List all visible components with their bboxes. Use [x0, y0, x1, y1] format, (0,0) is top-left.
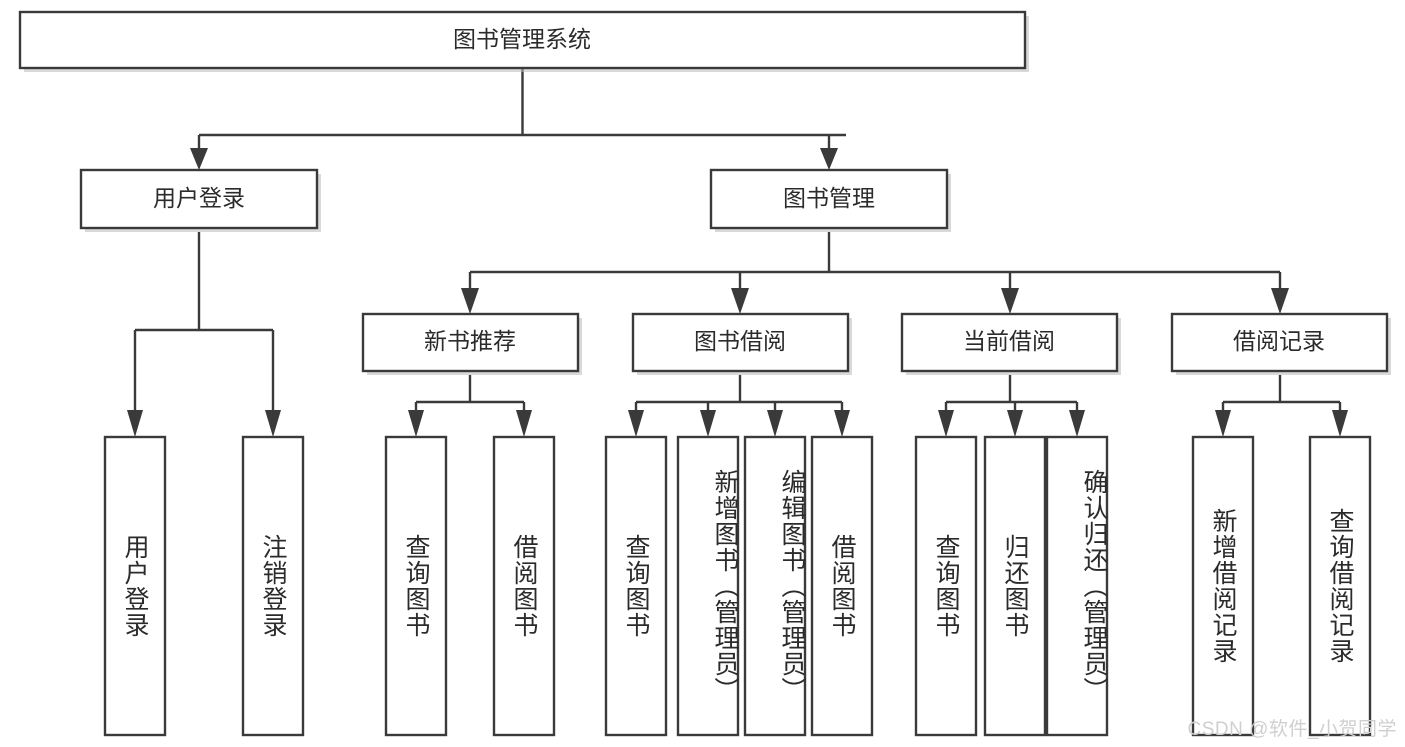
arrowhead-leaf-add-record [1215, 410, 1231, 437]
root-node-box[interactable] [18, 10, 1027, 70]
leaf-add-record-box[interactable] [1191, 435, 1255, 737]
leaf-add-book-box[interactable] [676, 435, 740, 737]
arrowhead-leaf-user-login [127, 410, 143, 437]
arrowhead-leaf-query-book-1 [408, 410, 424, 437]
book-borrow-node-box[interactable] [631, 312, 850, 373]
arrowhead-current-borrow [1001, 288, 1019, 314]
leaf-query-book-2-box[interactable] [604, 435, 668, 737]
current-borrow-node-box[interactable] [900, 312, 1119, 373]
node-layer: 图书管理系统 用户登录 图书管理 新书推荐 图书借阅 当前借阅 [18, 10, 1391, 737]
book-manage-node-box[interactable] [709, 168, 949, 230]
leaf-borrow-book-2-box[interactable] [810, 435, 874, 737]
leaf-borrow-book-1-box[interactable] [492, 435, 556, 737]
leaf-user-login-box[interactable] [103, 435, 167, 737]
leaf-return-book-box[interactable] [983, 435, 1047, 737]
leaf-query-book-1-box[interactable] [384, 435, 448, 737]
arrowhead-leaf-query-record [1332, 410, 1348, 437]
arrowhead-leaf-return-book [1007, 410, 1023, 437]
arrowhead-user-login [190, 148, 208, 170]
arrowhead-leaf-query-book-3 [938, 410, 954, 437]
new-book-rec-node-label: 新书推荐 [424, 328, 516, 354]
arrowhead-leaf-borrow-book-1 [516, 410, 532, 437]
current-borrow-node-label: 当前借阅 [963, 328, 1055, 354]
watermark-text: CSDN @软件_小贺同学 [1187, 719, 1397, 740]
new-book-rec-node-box[interactable] [361, 312, 580, 373]
leaf-edit-book-box[interactable] [743, 435, 807, 737]
borrow-record-node-box[interactable] [1170, 312, 1389, 373]
arrowhead-book-borrow [731, 288, 749, 314]
arrowhead-leaf-query-book-2 [628, 410, 644, 437]
arrowhead-leaf-confirm-return [1069, 410, 1085, 437]
leaf-query-book-3-box[interactable] [914, 435, 978, 737]
arrowhead-leaf-edit-book [767, 410, 783, 437]
arrowhead-borrow-record [1271, 288, 1289, 314]
leaf-user-logout-box[interactable] [241, 435, 305, 737]
leaf-query-record-box[interactable] [1308, 435, 1372, 737]
borrow-record-node-label: 借阅记录 [1233, 328, 1325, 354]
book-manage-node-label: 图书管理 [783, 185, 875, 211]
arrowhead-book-manage [820, 148, 838, 170]
connector-layer [127, 68, 1348, 437]
arrowhead-leaf-borrow-book-2 [834, 410, 850, 437]
book-borrow-node-label: 图书借阅 [694, 328, 786, 354]
user-login-node-box[interactable] [79, 168, 319, 230]
arrowhead-new-book-rec [461, 288, 479, 314]
arrowhead-leaf-add-book [700, 410, 716, 437]
leaf-confirm-return-box[interactable] [1045, 435, 1109, 737]
user-login-node-label: 用户登录 [153, 185, 245, 211]
root-node-label: 图书管理系统 [453, 26, 591, 52]
arrowhead-leaf-user-logout [265, 410, 281, 437]
